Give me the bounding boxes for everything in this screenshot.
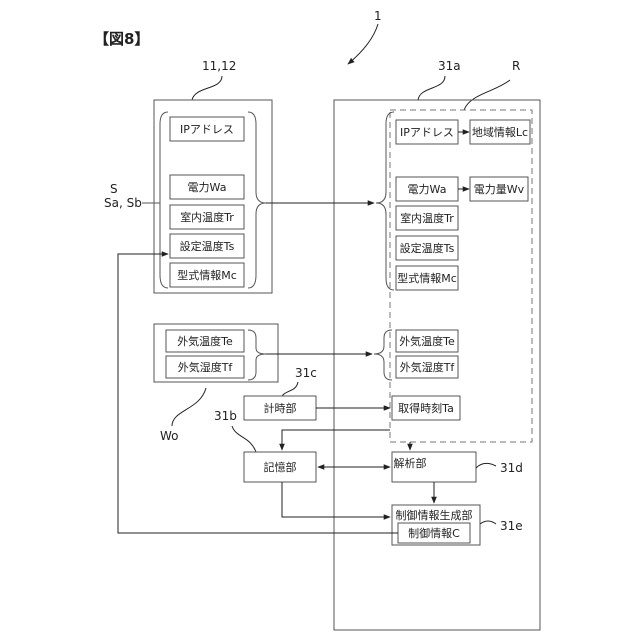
region-to-storage-arrow xyxy=(282,430,390,450)
storage-to-generator-arrow xyxy=(282,482,390,517)
ref-system: 1 xyxy=(374,9,382,23)
generator-label: 制御情報生成部 xyxy=(396,508,473,522)
weather-right-brace xyxy=(248,330,266,380)
source-right-brace xyxy=(248,112,266,288)
ref-region-lead xyxy=(464,80,510,110)
server-set-temp-label: 設定温度Ts xyxy=(400,241,455,255)
ref-generator-lead xyxy=(480,521,496,524)
ref-signal-s: S xyxy=(110,182,118,196)
power-label: 電力Wa xyxy=(188,181,227,194)
ref-analyzer-lead xyxy=(476,463,496,468)
ref-server: 31a xyxy=(438,59,461,73)
set-temp-label: 設定温度Ts xyxy=(180,239,235,253)
region-info-label: 地域情報Lc xyxy=(472,126,528,139)
ref-source-device: 11,12 xyxy=(202,59,236,73)
ref-region: R xyxy=(512,59,520,73)
control-info-label: 制御情報C xyxy=(408,526,460,540)
control-feedback-arrow xyxy=(118,254,398,533)
source-left-bracket xyxy=(160,112,168,288)
ref-analyzer: 31d xyxy=(500,461,523,475)
ref-storage: 31b xyxy=(214,409,237,423)
server-room-temp-label: 室内温度Tr xyxy=(400,211,454,225)
server-ip-label: IPアドレス xyxy=(400,126,454,139)
model-label: 型式情報Mc xyxy=(177,268,237,282)
ref-weather: Wo xyxy=(160,429,179,443)
ref-generator: 31e xyxy=(500,519,523,533)
ip-address-label: IPアドレス xyxy=(180,123,234,136)
ref-signal-sab: Sa, Sb xyxy=(104,196,142,210)
acq-time-label: 取得時刻Ta xyxy=(398,401,454,415)
out-temp-label: 外気温度Te xyxy=(177,334,233,348)
ref-clock-lead xyxy=(282,382,298,396)
power-amount-label: 電力量Wv xyxy=(474,183,525,196)
figure-label: 【図8】 xyxy=(94,30,149,48)
ref-clock: 31c xyxy=(295,366,317,380)
clock-label: 計時部 xyxy=(264,401,297,415)
server-out-temp-label: 外気温度Te xyxy=(399,334,455,348)
out-humid-label: 外気湿度Tf xyxy=(178,360,234,374)
room-temp-label: 室内温度Tr xyxy=(180,210,234,224)
server-out-humid-label: 外気湿度Tf xyxy=(400,360,456,374)
analysis-label: 解析部 xyxy=(394,456,427,470)
storage-label: 記憶部 xyxy=(264,460,297,474)
server-left-brace xyxy=(376,112,394,290)
ref-storage-lead xyxy=(232,426,256,452)
ref-weather-lead xyxy=(172,388,206,426)
ref-server-lead xyxy=(418,76,445,100)
ref-source-device-lead xyxy=(192,76,222,100)
server-weather-brace xyxy=(374,330,392,380)
ref-system-arrow xyxy=(348,24,378,64)
server-power-label: 電力Wa xyxy=(408,183,447,196)
server-model-label: 型式情報Mc xyxy=(397,271,457,285)
